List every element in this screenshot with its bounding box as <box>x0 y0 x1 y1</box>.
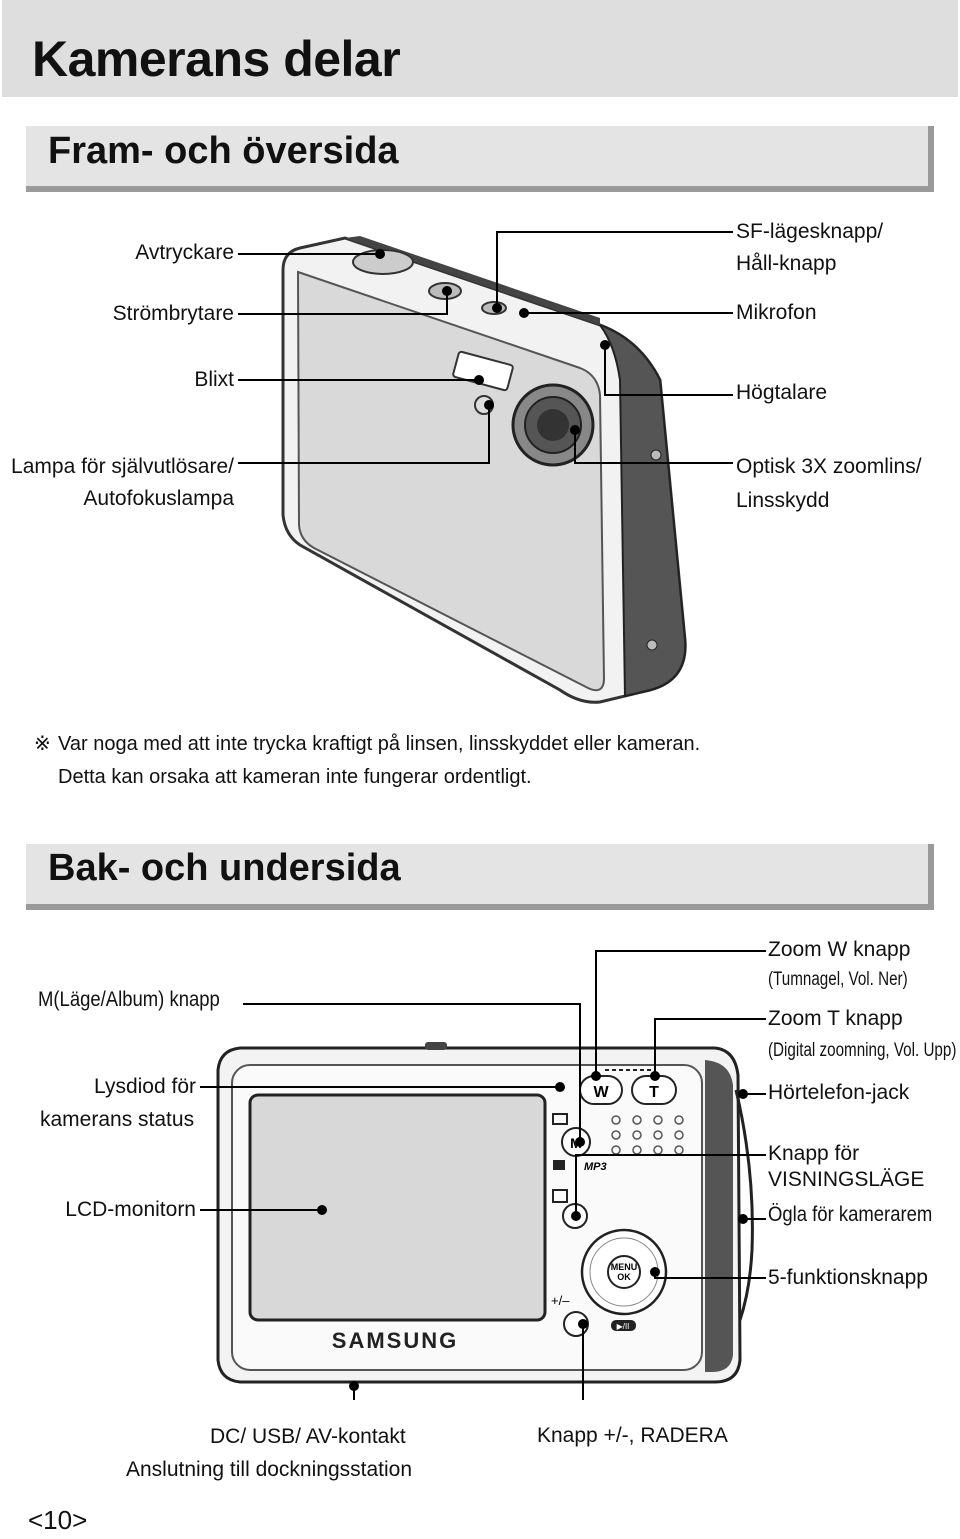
section-title-front: Fram- och översida <box>48 130 399 172</box>
plus-minus-mark: +/– <box>551 1293 570 1308</box>
label-fem-funktion: 5-funktionsknapp <box>768 1266 928 1289</box>
note-line2: Detta kan orsaka att kameran inte funger… <box>58 766 532 788</box>
label-sf-line2: Håll-knapp <box>736 252 837 275</box>
label-lampa-line2: Autofokuslampa <box>83 487 234 510</box>
label-sf-line1: SF-lägesknapp/ <box>736 220 884 243</box>
page-title: Kamerans delar <box>32 31 401 87</box>
camera-front-body <box>281 236 687 704</box>
label-ogla: Ögla för kamerarem <box>768 1203 933 1226</box>
label-knapp-radera: Knapp +/-, RADERA <box>537 1424 728 1447</box>
brand-logo: SAMSUNG <box>332 1328 458 1353</box>
label-zoom-t: Zoom T knapp <box>768 1007 903 1030</box>
camera-front-illustration <box>238 231 733 704</box>
page-number: <10> <box>28 1505 88 1535</box>
label-zoom-t-sub: (Digital zoomning, Vol. Upp) <box>768 1040 957 1061</box>
label-m-lage: M(Läge/Album) knapp <box>38 988 220 1011</box>
label-avtryckare: Avtryckare <box>135 241 234 264</box>
label-lysdiod-line1: Lysdiod för <box>94 1075 196 1098</box>
label-dc-line2: Anslutning till dockningsstation <box>126 1458 413 1481</box>
label-visning-line2: VISNINGSLÄGE <box>768 1168 925 1191</box>
menu-mark: MENU <box>611 1262 638 1272</box>
lcd-screen <box>248 1093 547 1322</box>
w-mark: W <box>593 1084 609 1101</box>
section-bar-back <box>26 844 934 910</box>
section-title-back: Bak- och undersida <box>48 847 401 889</box>
mp3-mark: MP3 <box>584 1161 607 1173</box>
label-dc-line1: DC/ USB/ AV-kontakt <box>210 1425 406 1448</box>
note-line1: Var noga med att inte trycka kraftigt på… <box>58 733 701 755</box>
label-blixt: Blixt <box>194 368 234 391</box>
camera-back-illustration: SAMSUNG W T M MP3 MENU OK +/– ▶/II <box>200 950 766 1400</box>
label-lampa-line1: Lampa för självutlösare/ <box>11 455 234 478</box>
label-zoom-w: Zoom W knapp <box>768 938 911 961</box>
label-hortelefon: Hörtelefon-jack <box>768 1081 910 1104</box>
label-lcd: LCD-monitorn <box>65 1198 196 1221</box>
label-hogtalare: Högtalare <box>736 381 828 404</box>
page-title-bar <box>2 0 958 97</box>
label-optisk-line1: Optisk 3X zoomlins/ <box>736 455 922 478</box>
label-optisk-line2: Linsskydd <box>736 489 830 512</box>
note-symbol: ※ <box>34 733 51 755</box>
section-bar-front <box>26 126 934 192</box>
play-pause-mark: ▶/II <box>617 1322 630 1331</box>
label-mikrofon: Mikrofon <box>736 301 817 324</box>
t-mark: T <box>649 1084 659 1101</box>
label-lysdiod-line2: kamerans status <box>40 1108 195 1131</box>
label-zoom-w-sub: (Tumnagel, Vol. Ner) <box>768 969 908 990</box>
label-strombrytare: Strömbrytare <box>112 302 234 325</box>
label-visning-line1: Knapp för <box>768 1142 860 1165</box>
ok-mark: OK <box>617 1272 631 1282</box>
dot-avtryckare <box>375 249 385 259</box>
